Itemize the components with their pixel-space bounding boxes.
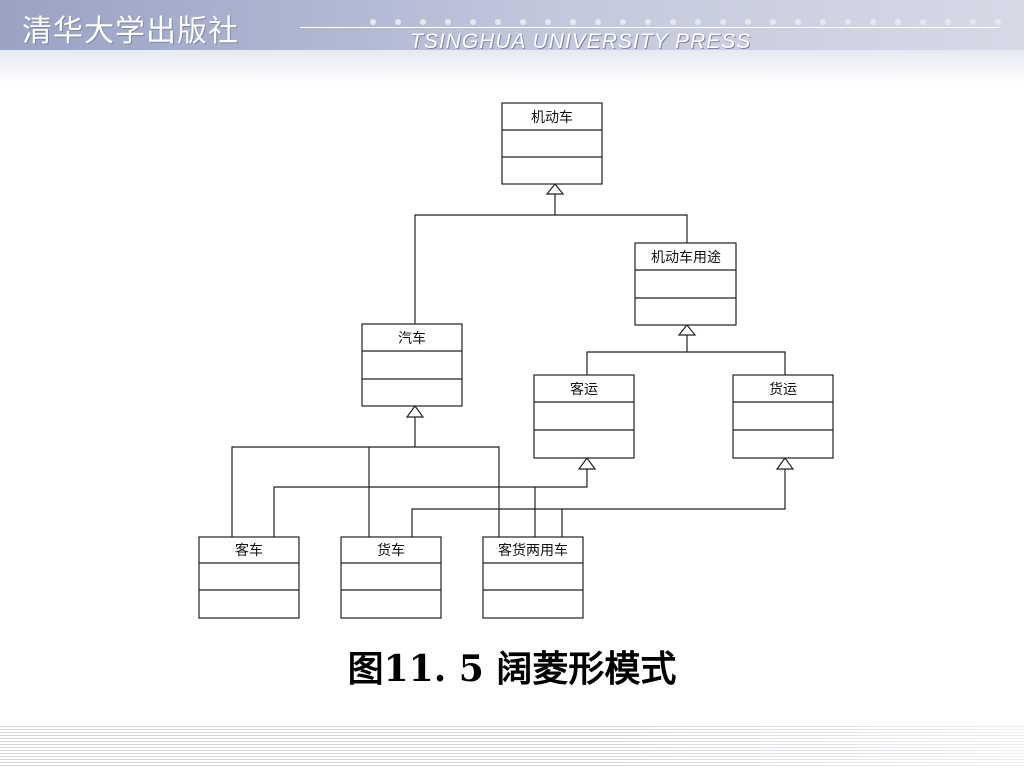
- inheritance-arrow-freight-transport: [775, 456, 795, 470]
- inheritance-arrow-motor-vehicle: [545, 183, 565, 195]
- class-box-vehicle-purpose: [634, 242, 737, 326]
- class-name-motor-vehicle: 机动车: [531, 109, 573, 126]
- class-name-vehicle-purpose: 机动车用途: [651, 249, 721, 266]
- inheritance-arrow-purpose: [677, 324, 697, 336]
- header-banner: 清华大学出版社 TSINGHUA UNIVERSITY PRESS: [0, 0, 1024, 82]
- connector-cars-freight-transport: [411, 469, 786, 537]
- class-box-passenger-car: [198, 536, 300, 619]
- header-band: [0, 0, 1024, 50]
- connector-transport-purpose: [586, 333, 786, 375]
- footer-fade: [0, 726, 1024, 768]
- connector-automobile-motor-vehicle: [414, 192, 556, 324]
- class-box-truck: [340, 536, 442, 619]
- class-box-motor-vehicle: [501, 102, 603, 185]
- class-name-passenger-transport: 客运: [570, 381, 598, 398]
- connector-cars-automobile: [231, 416, 500, 537]
- header-divider: [300, 27, 1000, 28]
- connector-purpose-motor-vehicle: [555, 214, 688, 243]
- class-name-passenger-car: 客车: [235, 542, 263, 559]
- connector-cars-passenger-transport: [273, 469, 588, 537]
- class-box-passenger-transport: [533, 374, 635, 459]
- class-name-automobile: 汽车: [398, 330, 426, 347]
- class-box-automobile: [361, 323, 463, 407]
- class-name-freight-transport: 货运: [769, 381, 797, 398]
- class-name-truck: 货车: [377, 542, 405, 559]
- publisher-logo-cn: 清华大学出版社: [22, 14, 239, 49]
- class-box-freight-transport: [732, 374, 834, 459]
- class-name-dual-purpose-car: 客货两用车: [498, 542, 568, 559]
- inheritance-arrow-automobile: [405, 404, 425, 418]
- class-box-dual-purpose-car: [482, 536, 584, 619]
- inheritance-arrow-passenger-transport: [577, 456, 597, 470]
- publisher-logo-en: TSINGHUA UNIVERSITY PRESS: [410, 30, 752, 53]
- header-dots: [370, 10, 1020, 25]
- figure-caption: 图11. 5 阔菱形模式: [347, 648, 677, 690]
